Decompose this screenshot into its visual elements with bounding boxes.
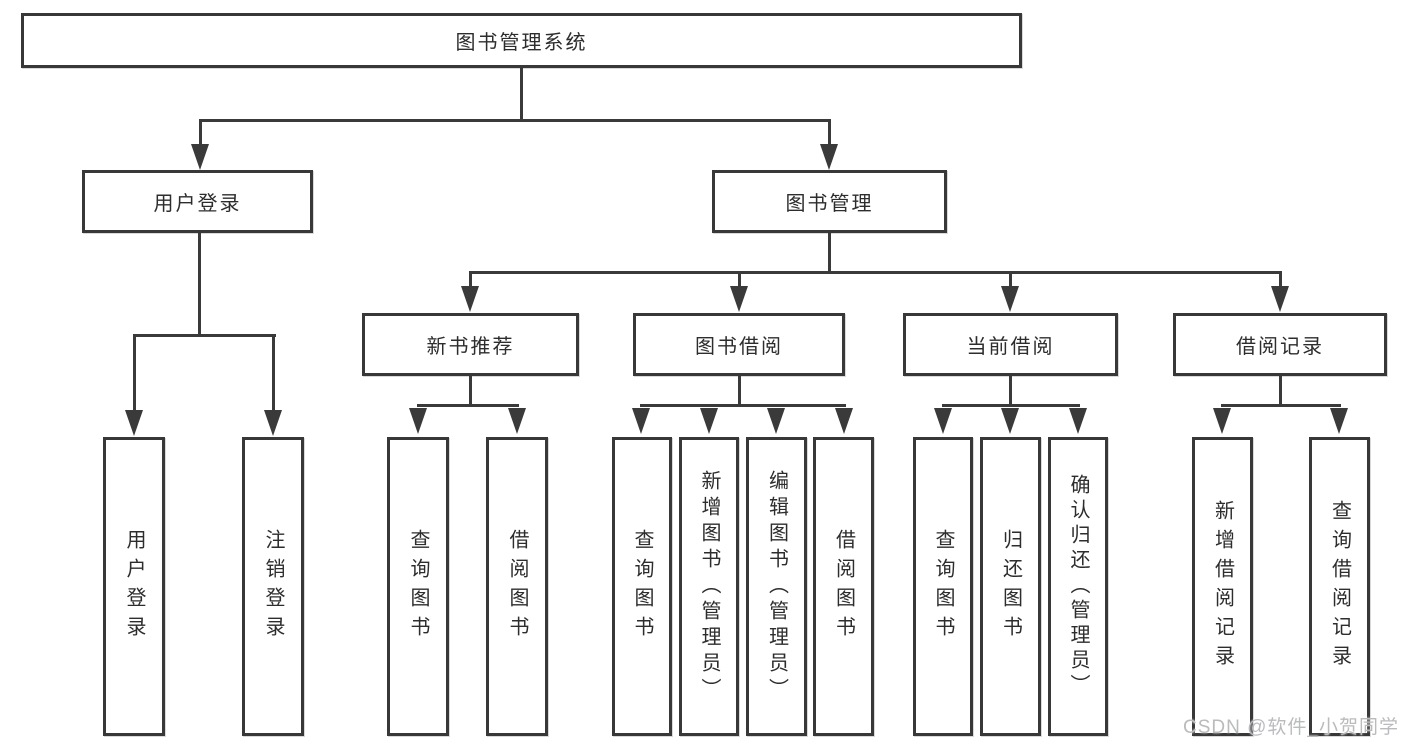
node-user-login-label: 用户登录 [153, 193, 242, 215]
arrow-down-icon [820, 144, 838, 170]
arrow-down-icon [835, 408, 853, 434]
node-book-management-label: 图书管理 [785, 193, 874, 215]
connector-line [1279, 273, 1282, 287]
node-current-borrowing-label: 当前借阅 [966, 336, 1055, 358]
node-user-login: 用户登录 [82, 170, 313, 233]
node-root-label: 图书管理系统 [455, 32, 588, 54]
connector-line [1009, 273, 1012, 287]
leaf-query-borrow-record: 查询借阅记录 [1309, 437, 1370, 736]
arrow-down-icon [700, 408, 718, 434]
leaf-query-books-newbook-label: 查询图书 [407, 528, 429, 645]
leaf-query-books-borrowing-label: 查询图书 [631, 528, 653, 645]
connector-line [469, 376, 472, 406]
node-root: 图书管理系统 [21, 13, 1022, 68]
watermark: CSDN @软件_小贺同学 [1183, 717, 1399, 738]
connector-line [199, 121, 202, 146]
connector-line [417, 404, 519, 407]
arrow-down-icon [1213, 408, 1231, 434]
connector-line [469, 273, 472, 287]
node-new-book-recommend-label: 新书推荐 [426, 336, 515, 358]
leaf-return-books-label: 归还图书 [999, 528, 1022, 645]
leaf-confirm-return-admin: 确认归还（管理员） [1048, 437, 1108, 736]
connector-line [828, 121, 831, 146]
connector-line [738, 376, 741, 406]
connector-line [738, 273, 741, 287]
leaf-query-borrow-record-label: 查询借阅记录 [1328, 499, 1351, 674]
arrow-down-icon [632, 408, 650, 434]
leaf-add-borrow-record-label: 新增借阅记录 [1211, 499, 1234, 674]
leaf-confirm-return-admin-label: 确认归还（管理员） [1067, 474, 1089, 699]
arrow-down-icon [934, 408, 952, 434]
connector-line [469, 271, 1282, 274]
leaf-add-books-admin: 新增图书（管理员） [679, 437, 739, 736]
leaf-query-books-current: 查询图书 [913, 437, 973, 736]
node-new-book-recommend: 新书推荐 [362, 313, 579, 376]
leaf-borrow-books-borrowing: 借阅图书 [813, 437, 874, 736]
connector-line [272, 336, 275, 412]
leaf-query-books-current-label: 查询图书 [932, 528, 954, 645]
arrow-down-icon [730, 286, 748, 312]
arrow-down-icon [1001, 286, 1019, 312]
leaf-add-books-admin-label: 新增图书（管理员） [698, 469, 720, 704]
connector-line [1279, 376, 1282, 406]
arrow-down-icon [1271, 286, 1289, 312]
connector-line [640, 404, 846, 407]
leaf-return-books: 归还图书 [980, 437, 1041, 736]
arrow-down-icon [191, 144, 209, 170]
node-current-borrowing: 当前借阅 [903, 313, 1118, 376]
connector-line [199, 119, 831, 122]
leaf-borrow-books-borrowing-label: 借阅图书 [832, 528, 855, 645]
leaf-add-borrow-record: 新增借阅记录 [1192, 437, 1253, 736]
connector-line [198, 233, 201, 336]
leaf-user-login: 用户登录 [103, 437, 165, 736]
connector-line [520, 68, 523, 121]
node-borrowing-records-label: 借阅记录 [1236, 336, 1324, 358]
arrow-down-icon [508, 408, 526, 434]
leaf-borrow-books-newbook-label: 借阅图书 [506, 528, 528, 645]
connector-line [1221, 404, 1341, 407]
leaf-edit-books-admin-label: 编辑图书（管理员） [765, 469, 788, 704]
arrow-down-icon [1001, 408, 1019, 434]
node-book-borrowing-label: 图书借阅 [695, 336, 783, 358]
leaf-logout: 注销登录 [242, 437, 304, 736]
arrow-down-icon [125, 410, 143, 436]
connector-line [133, 336, 136, 412]
leaf-edit-books-admin: 编辑图书（管理员） [746, 437, 807, 736]
leaf-query-books-newbook: 查询图书 [387, 437, 449, 736]
arrow-down-icon [1330, 408, 1348, 434]
arrow-down-icon [264, 410, 282, 436]
node-book-borrowing: 图书借阅 [633, 313, 845, 376]
leaf-user-login-label: 用户登录 [123, 528, 145, 645]
connector-line [828, 233, 831, 273]
arrow-down-icon [767, 408, 785, 434]
leaf-logout-label: 注销登录 [262, 528, 284, 645]
leaf-query-books-borrowing: 查询图书 [612, 437, 672, 736]
connector-line [1009, 376, 1012, 406]
leaf-borrow-books-newbook: 借阅图书 [486, 437, 548, 736]
node-book-management: 图书管理 [712, 170, 947, 233]
connector-line [133, 334, 276, 337]
arrow-down-icon [1069, 408, 1087, 434]
arrow-down-icon [409, 408, 427, 434]
arrow-down-icon [461, 286, 479, 312]
connector-line [942, 404, 1080, 407]
node-borrowing-records: 借阅记录 [1173, 313, 1387, 376]
